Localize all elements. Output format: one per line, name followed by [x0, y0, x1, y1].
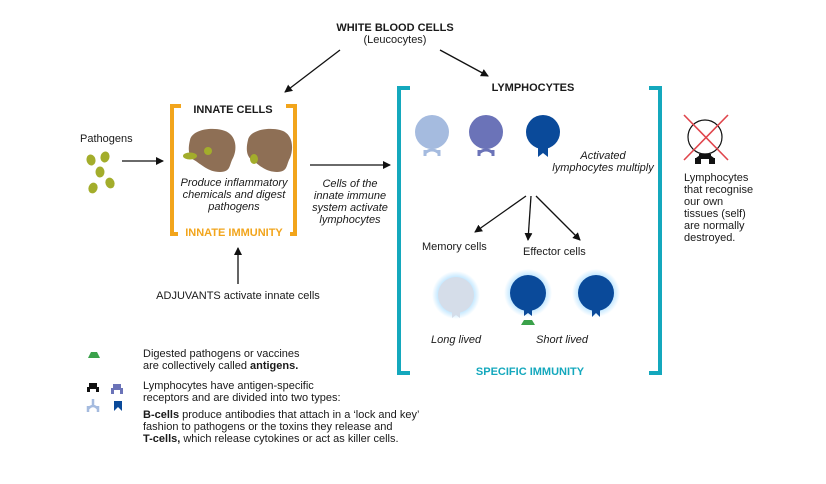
legend-antigens-text: are collectively called	[143, 360, 250, 372]
innate-description-3: pathogens	[208, 201, 260, 213]
effector-cell-icon	[504, 269, 552, 325]
innate-bracket	[170, 104, 297, 236]
legend-tcells-line: T-cells, which release cytokines or act …	[143, 433, 399, 446]
activation-label-2: innate immune	[313, 190, 387, 202]
memory-cells-label: Memory cells	[422, 241, 487, 253]
legend-bcells-line1: B-cells produce antibodies that attach i…	[143, 409, 419, 422]
self-cell-destroyed-icon	[683, 114, 729, 164]
self-note-2: that recognise	[684, 184, 754, 196]
antigen-legend-icon	[88, 352, 100, 358]
self-note-4: tissues (self)	[684, 208, 746, 220]
receptor-dark-blue-icon	[114, 401, 122, 411]
activated-label-2: lymphocytes multiply	[552, 162, 654, 174]
legend-bcells-bold: B-cells	[143, 409, 180, 421]
pathogens-icon	[86, 151, 115, 194]
t-cell-dark-icon	[526, 115, 560, 157]
activation-label-4: lymphocytes	[319, 214, 381, 226]
legend-receptors-line2: receptors and are divided into two types…	[143, 392, 341, 404]
arrow-to-effector-2	[535, 195, 581, 241]
innate-heading: INNATE CELLS	[193, 104, 273, 116]
self-note-5: are normally	[684, 220, 745, 232]
pathogens-label: Pathogens	[80, 133, 133, 145]
title-white-blood-cells: WHITE BLOOD CELLS	[336, 22, 454, 34]
legend-antigens-line1: Digested pathogens or vaccines	[143, 348, 300, 360]
self-note-3: our own	[684, 196, 724, 208]
self-note-6: destroyed.	[684, 232, 736, 244]
effector-cells-label: Effector cells	[523, 246, 586, 258]
legend-receptors-line1: Lymphocytes have antigen-specific	[143, 380, 314, 392]
legend-tcells-text: which release cytokines or act as killer…	[180, 433, 399, 445]
legend-bcells-line2: fashion to pathogens or the toxins they …	[143, 421, 393, 433]
innate-immunity-label: INNATE IMMUNITY	[178, 227, 290, 240]
b-cell-light-icon	[415, 115, 449, 156]
legend-tcells-bold: T-cells,	[143, 433, 181, 445]
activation-label-1: Cells of the	[322, 178, 378, 190]
effector-cell-icon	[572, 269, 620, 317]
arrow-to-lymphocytes	[439, 49, 489, 77]
arrow-to-effector-1	[524, 195, 533, 241]
long-lived-label: Long lived	[431, 334, 482, 346]
arrow-to-memory	[474, 195, 527, 233]
legend-bcells-text: produce antibodies that attach in a ‘loc…	[179, 409, 420, 421]
receptor-light-icon	[86, 399, 100, 412]
innate-description-1: Produce inflammatory	[180, 177, 288, 189]
legend-antigens-bold: antigens.	[250, 360, 299, 372]
title-subtitle: (Leucocytes)	[363, 34, 427, 46]
memory-cell-icon	[432, 271, 480, 319]
short-lived-label: Short lived	[536, 334, 588, 346]
innate-description-2: chemicals and digest	[182, 189, 286, 201]
specific-immunity-label: SPECIFIC IMMUNITY	[470, 366, 590, 379]
b-cell-purple-icon	[469, 115, 503, 156]
innate-cell-icon	[183, 128, 236, 172]
legend-antigens-line2: are collectively called antigens.	[143, 360, 298, 373]
innate-cell-icon	[246, 128, 293, 172]
receptor-purple-icon	[111, 384, 123, 394]
self-note-1: Lymphocytes	[684, 172, 749, 184]
receptor-black-icon	[87, 383, 99, 392]
arrow-to-innate	[284, 49, 341, 93]
lymphocytes-heading: LYMPHOCYTES	[491, 82, 575, 94]
activated-label-1: Activated	[580, 150, 626, 162]
activation-label-3: system activate	[312, 202, 388, 214]
adjuvants-label: ADJUVANTS activate innate cells	[156, 290, 320, 302]
specific-immunity-bracket	[397, 86, 662, 375]
